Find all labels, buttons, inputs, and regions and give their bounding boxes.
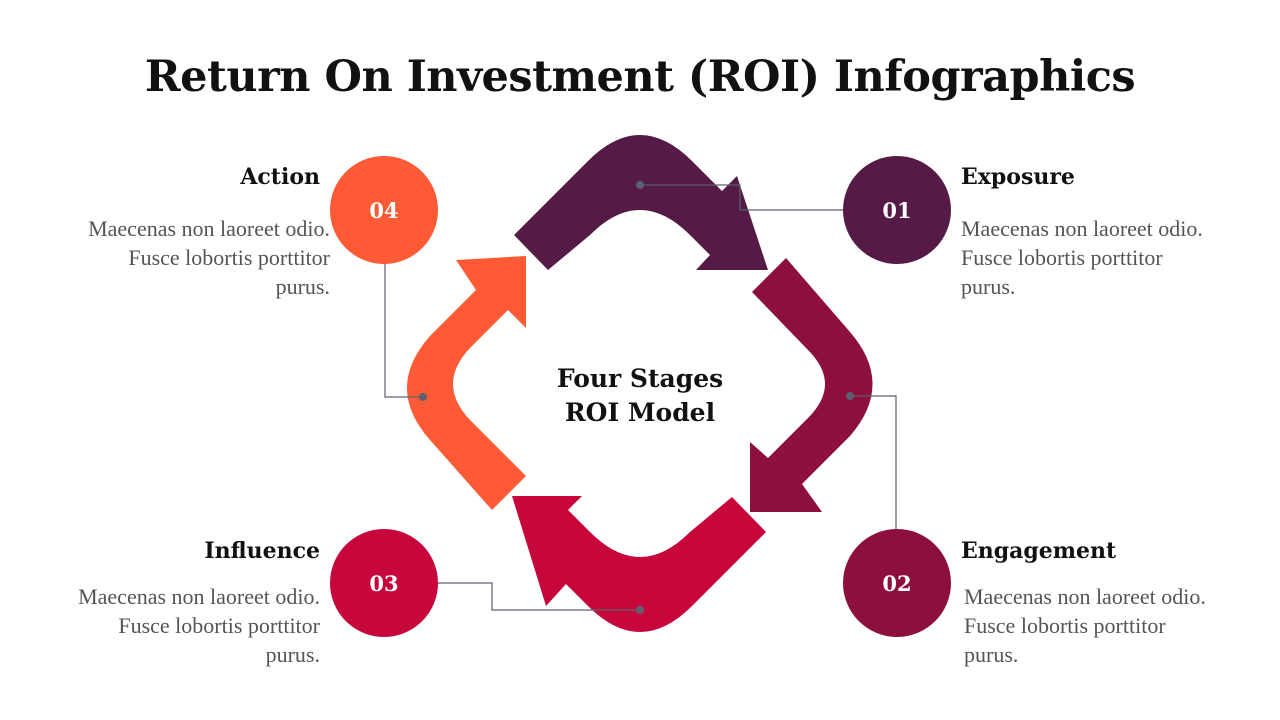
connector-dots <box>419 181 854 614</box>
stage-02-number: 02 <box>882 570 912 596</box>
connector-engagement <box>850 395 897 530</box>
stage-04-circle: 04 <box>330 156 438 264</box>
stage-04-number: 04 <box>369 197 399 223</box>
center-line-2: ROI Model <box>564 398 716 427</box>
connector-exposure <box>640 184 843 211</box>
center-label: Four Stages ROI Model <box>520 362 760 430</box>
connector-lines <box>384 184 897 611</box>
center-line-1: Four Stages <box>556 364 724 393</box>
exposure-arrow <box>514 135 768 270</box>
connector-action <box>384 263 423 398</box>
stage-01-label: Exposure <box>961 164 1075 190</box>
connector-influence <box>438 582 640 611</box>
stage-04-desc: Maecenas non laoreet odio. Fusce loborti… <box>88 216 330 299</box>
stage-01-desc: Maecenas non laoreet odio. Fusce loborti… <box>961 216 1203 299</box>
stage-01-number: 01 <box>882 197 912 223</box>
stage-02-label: Engagement <box>961 538 1117 564</box>
stage-04-label: Action <box>240 164 320 190</box>
stage-02-circle: 02 <box>843 529 951 637</box>
stage-01-circle: 01 <box>843 156 951 264</box>
stage-03-desc: Maecenas non laoreet odio. Fusce loborti… <box>78 584 320 667</box>
page-title: Return On Investment (ROI) Infographics <box>144 52 1136 102</box>
influence-arrow <box>512 496 766 632</box>
engagement-arrow <box>750 258 873 512</box>
action-arrow <box>407 256 526 510</box>
stage-03-number: 03 <box>369 570 399 596</box>
stage-03-circle: 03 <box>330 529 438 637</box>
stage-03-label: Influence <box>204 538 320 564</box>
stage-02-desc: Maecenas non laoreet odio. Fusce loborti… <box>964 584 1206 667</box>
